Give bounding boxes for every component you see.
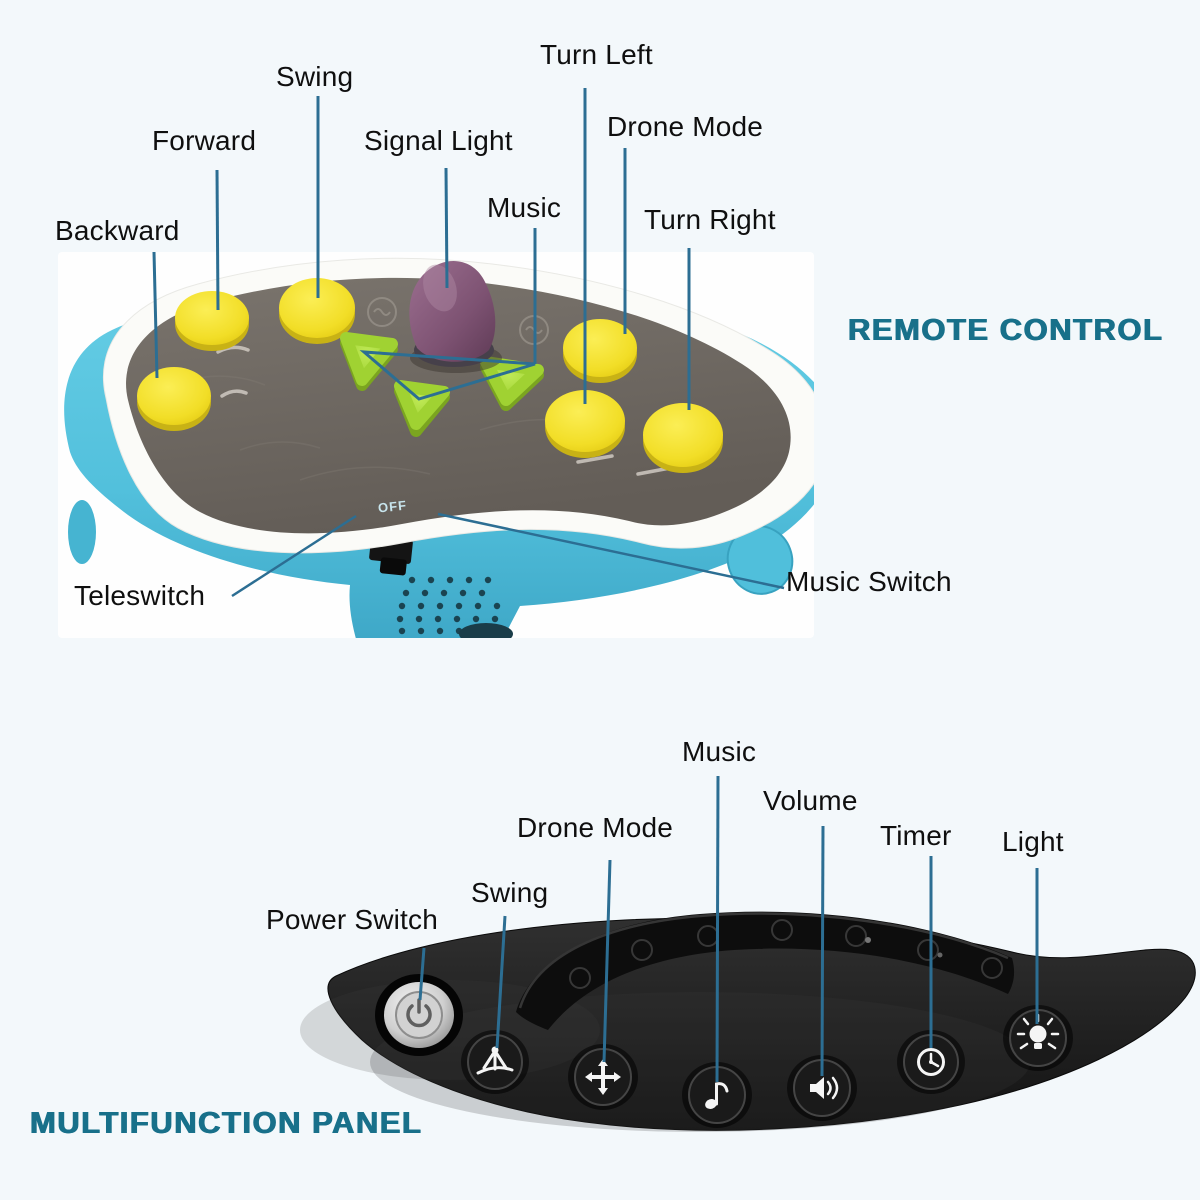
label-music-bottom: Music — [682, 736, 757, 767]
panel-arc-dot — [865, 937, 871, 943]
panel-arc-dot2 — [937, 952, 943, 958]
remote-side-bump — [68, 500, 96, 564]
label-music-top: Music — [487, 192, 562, 223]
light-bulb-icon — [1016, 1013, 1060, 1050]
face-texture — [159, 375, 609, 481]
volume-speaker-icon — [810, 1076, 839, 1100]
callout-line-forward — [215, 169, 220, 311]
label-forward: Forward — [152, 125, 257, 156]
remote-control-photo — [58, 252, 814, 638]
label-swing-bottom: Swing — [471, 877, 549, 908]
swing-button-panel-photo — [461, 1030, 529, 1094]
turn-left-button-photo — [545, 390, 625, 452]
remote-section-heading: REMOTE CONTROL — [848, 312, 1164, 347]
callout-lines — [152, 88, 1039, 1083]
swing-button-photo — [279, 278, 355, 338]
multifunction-panel-photo — [300, 911, 1196, 1132]
yellow-buttons — [137, 278, 723, 473]
label-teleswitch: Teleswitch — [74, 580, 206, 611]
backward-button-photo — [137, 367, 211, 425]
label-timer: Timer — [880, 820, 952, 851]
panel-section-heading: MULTIFUNCTION PANEL — [30, 1105, 423, 1140]
callout-line-music-bottom — [715, 775, 720, 1083]
drone-mode-button-photo — [563, 319, 637, 377]
music-right-arrow-photo — [480, 356, 544, 406]
panel-raised-arc — [516, 911, 1015, 1030]
power-switch-button-photo — [375, 974, 463, 1056]
callout-line-signal-light — [444, 167, 449, 289]
remote-embossing-off: OFF — [377, 497, 408, 516]
label-swing-top: Swing — [276, 61, 354, 92]
label-power-switch: Power Switch — [266, 904, 439, 935]
swing-pendulum-icon — [476, 1046, 514, 1075]
label-music-switch: Music Switch — [786, 566, 952, 597]
callout-line-power-switch — [418, 947, 426, 1001]
label-drone-mode-bottom: Drone Mode — [517, 812, 674, 843]
callout-line-drone-mode-bottom — [602, 859, 612, 1063]
label-turn-left: Turn Left — [540, 39, 653, 70]
drone-arrows-icon — [585, 1059, 621, 1095]
label-volume: Volume — [763, 785, 858, 816]
timer-clock-icon — [917, 1048, 945, 1076]
label-signal-light: Signal Light — [364, 125, 513, 156]
callout-line-teleswitch — [231, 514, 357, 598]
forward-button-photo — [175, 291, 249, 345]
panel-sheen — [370, 992, 1030, 1132]
drone-mode-button-panel-photo — [568, 1044, 638, 1110]
stem-bottom-hole — [459, 623, 513, 638]
volume-button-panel-photo — [787, 1055, 857, 1121]
callout-line-music-switch — [437, 512, 785, 590]
light-button-panel-photo — [1003, 1005, 1073, 1071]
callout-line-volume — [820, 825, 825, 1077]
panel-arc-highlight — [518, 912, 1009, 1009]
callout-line-swing-bottom — [495, 915, 507, 1049]
label-light: Light — [1002, 826, 1064, 857]
label-turn-right: Turn Right — [644, 204, 776, 235]
callout-line-backward — [152, 251, 159, 379]
turn-right-button-photo — [643, 403, 723, 467]
callout-triangle-music — [359, 350, 536, 401]
power-icon — [406, 998, 432, 1028]
label-drone-mode-top: Drone Mode — [607, 111, 764, 142]
music-button-panel-photo — [682, 1062, 752, 1128]
label-backward: Backward — [55, 215, 180, 246]
speaker-grille — [396, 576, 501, 635]
music-note-icon — [705, 1082, 729, 1109]
